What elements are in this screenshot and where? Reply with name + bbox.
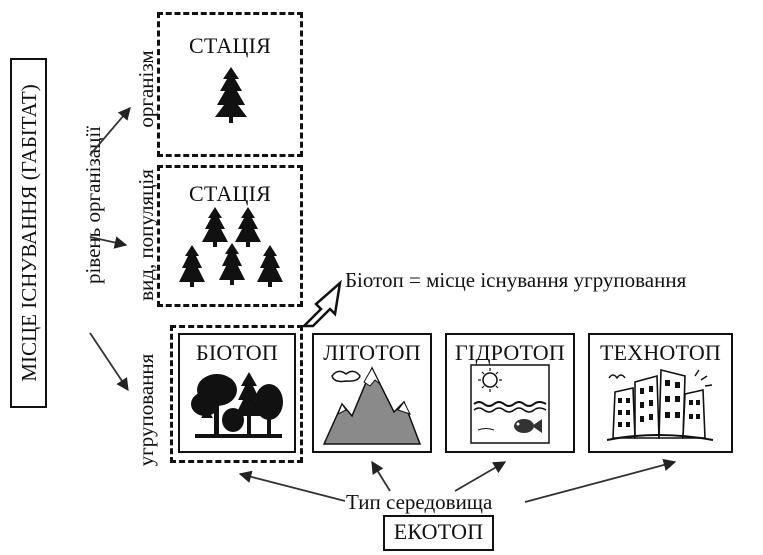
station-population-box (157, 165, 303, 307)
station-population-title: СТАЦІЯ (189, 181, 271, 206)
arrow-to-organism (89, 107, 131, 156)
forest-icon (191, 372, 283, 438)
litotop-title: ЛІТОТОП (323, 340, 421, 365)
habitat-box (10, 58, 47, 408)
water-sun-fish-icon (470, 364, 550, 444)
community-dashed-box (170, 325, 303, 463)
station-organism-title: СТАЦІЯ (189, 33, 271, 58)
ekotop-label: ЕКОТОП (393, 519, 484, 544)
biotope-definition: Біотоп = місце існування угруповання (345, 268, 687, 292)
arrow-to-population (89, 236, 128, 249)
station-organism-box (157, 12, 303, 157)
environment-type-label: Тип середовища (346, 490, 493, 514)
single-spruce-icon (215, 67, 247, 123)
biotop-title: БІОТОП (196, 340, 278, 365)
city-buildings-icon (606, 368, 714, 441)
gidrotop-title: ГІДРОТОП (455, 340, 565, 365)
tekhnotop-title: ТЕХНОТОП (599, 340, 722, 365)
spruce-group-icon (179, 207, 283, 287)
biotope-definition-arrow (300, 279, 342, 328)
mountain-icon (322, 366, 422, 445)
arrow-to-gidrotop (454, 461, 507, 492)
arrow-to-litotop (371, 460, 391, 492)
ekotop-box (383, 515, 494, 551)
arrow-to-community (89, 332, 129, 392)
arrow-to-biotop (238, 470, 346, 502)
arrow-to-tekhnotop (524, 458, 677, 503)
